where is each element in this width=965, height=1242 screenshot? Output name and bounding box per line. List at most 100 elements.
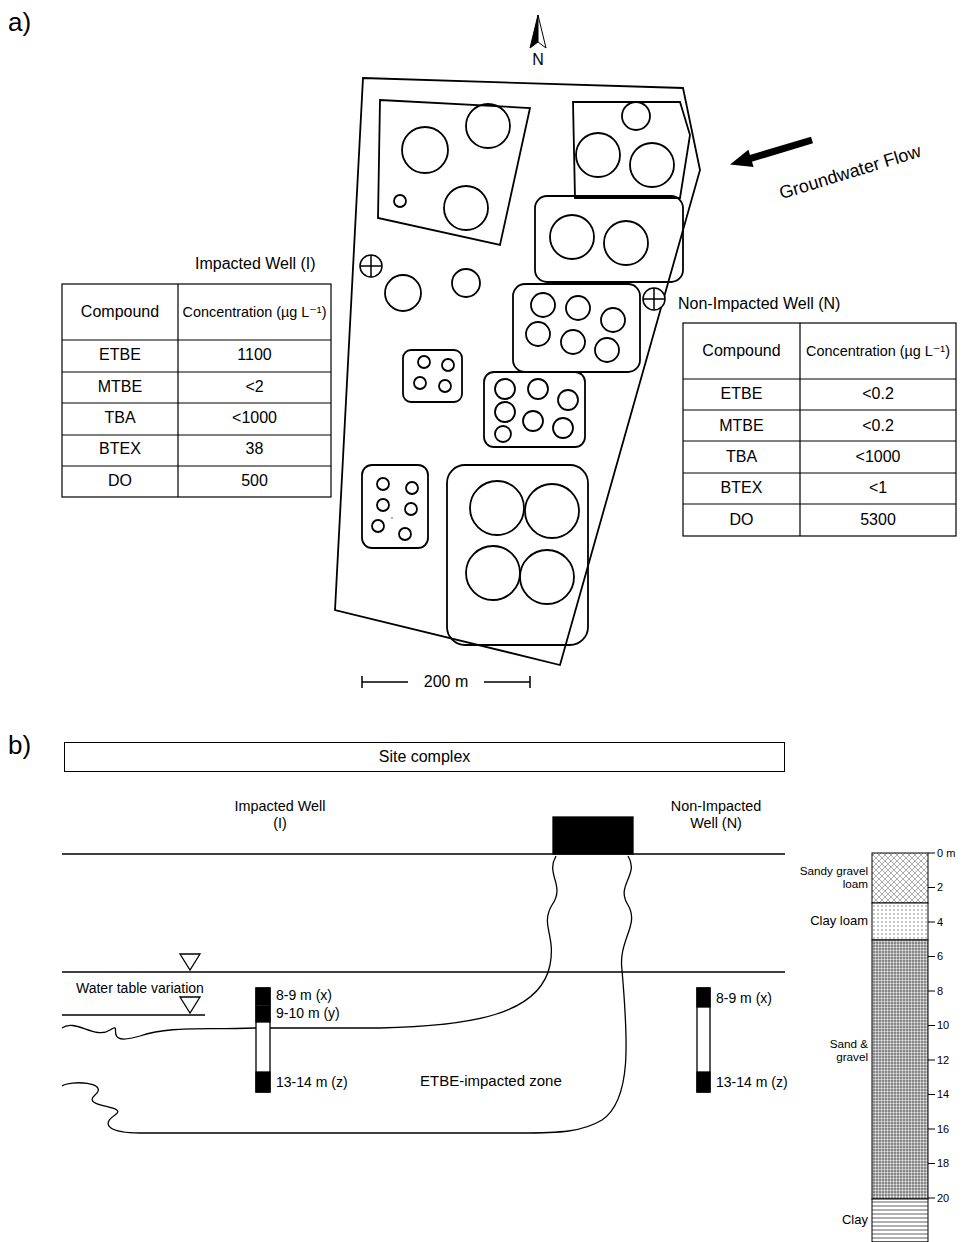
label-text: ETBE-impacted zone — [420, 1072, 562, 1089]
well-casing — [697, 988, 710, 1092]
label-text: Non-Impacted Well (N) — [678, 295, 840, 313]
label-text: 8 — [937, 985, 943, 998]
label-box: 13-14 m (z) — [276, 1072, 386, 1092]
tank — [442, 359, 454, 371]
label-text: <0.2 — [862, 385, 894, 403]
label-text: 13-14 m (z) — [276, 1074, 348, 1090]
label-box: BTEX — [62, 434, 178, 465]
label-text: 10 — [937, 1019, 949, 1032]
tank — [402, 127, 448, 173]
label-box: 0 m — [937, 845, 964, 861]
well-screen — [256, 1006, 270, 1022]
label-text: 500 — [241, 472, 268, 490]
well-screen — [256, 1072, 270, 1092]
label-text: <2 — [245, 378, 263, 396]
label-box: 18 — [937, 1156, 964, 1172]
label-text: Non-Impacted Well (N) — [655, 798, 777, 831]
well-screen — [697, 988, 710, 1007]
tank — [372, 520, 384, 532]
tank — [414, 377, 426, 389]
tank — [604, 221, 648, 265]
label-box: Impacted Well (I) — [230, 793, 330, 837]
plume-boundary — [62, 856, 632, 1133]
label-box: Clay — [814, 1210, 868, 1230]
label-text: 9-10 m (y) — [276, 1005, 340, 1021]
label-text: 4 — [937, 916, 943, 929]
stratum-layer — [872, 1199, 928, 1242]
site-boundary — [335, 78, 700, 665]
label-text: <0.2 — [862, 417, 894, 435]
tank — [523, 411, 543, 431]
label-box: MTBE — [62, 371, 178, 402]
flow-arrow — [750, 140, 812, 159]
tank — [418, 356, 430, 368]
ground-surface — [62, 853, 785, 854]
tank — [525, 484, 579, 538]
label-text: Concentration (µg L⁻¹) — [183, 304, 327, 321]
label-text: ETBE — [99, 346, 141, 364]
label-box: Compound — [62, 284, 178, 340]
table-grid — [683, 323, 956, 536]
label-box: Sand & gravel — [796, 1030, 868, 1070]
label-box: DO — [62, 466, 178, 497]
label-text: Sand & gravel — [796, 1037, 868, 1064]
label-text: 16 — [937, 1123, 949, 1136]
site-plan — [335, 78, 700, 665]
tank — [452, 269, 480, 297]
table-grid — [62, 284, 331, 497]
tank — [558, 390, 578, 410]
tank — [601, 308, 625, 332]
label-box: Non-Impacted Well (N) — [655, 793, 777, 837]
label-text: BTEX — [721, 479, 763, 497]
label-box: 10 — [937, 1018, 964, 1034]
tank — [394, 195, 406, 207]
label-text: 200 m — [424, 673, 468, 691]
depth-tick — [928, 1060, 935, 1061]
label-box: TBA — [62, 403, 178, 434]
flow-arrow — [730, 150, 754, 167]
tank — [385, 275, 421, 311]
water-table-symbol — [180, 954, 200, 970]
label-box: BTEX — [683, 473, 800, 504]
stratum-layer — [872, 940, 928, 1199]
source-building — [553, 817, 633, 854]
label-box: <2 — [178, 371, 331, 402]
label-box: ETBE-impacted zone — [420, 1070, 600, 1092]
table-frame — [683, 323, 956, 536]
label-box: <0.2 — [800, 410, 956, 441]
label-text: 18 — [937, 1157, 949, 1170]
label-box: 5300 — [800, 505, 956, 536]
water-table-symbol — [180, 997, 200, 1013]
label-text: Impacted Well (I) — [195, 255, 316, 273]
strata-column — [872, 853, 935, 1242]
depth-tick — [928, 887, 935, 888]
plot-outline — [484, 372, 585, 447]
label-text: MTBE — [98, 378, 142, 396]
label-box: 16 — [937, 1121, 964, 1137]
depth-ticks — [928, 853, 935, 1198]
depth-tick — [928, 991, 935, 992]
label-box: 38 — [178, 434, 331, 465]
label-text: 2 — [937, 881, 943, 894]
label-box: 9-10 m (y) — [276, 1004, 376, 1022]
label-text: Clay — [842, 1213, 868, 1228]
label-box: b) — [8, 728, 48, 763]
label-box: 6 — [937, 949, 964, 965]
label-box: Concentration (µg L⁻¹) — [800, 323, 956, 379]
tank — [377, 478, 389, 490]
north-arrow — [530, 15, 538, 48]
plot-outline — [535, 196, 683, 282]
depth-tick — [928, 956, 935, 957]
tank — [550, 215, 594, 259]
tank — [377, 499, 389, 511]
label-box: 13-14 m (z) — [716, 1072, 826, 1092]
label-text: 12 — [937, 1054, 949, 1067]
water-table — [62, 971, 785, 972]
data-table — [62, 284, 956, 536]
label-box: 14 — [937, 1087, 964, 1103]
label-text: 6 — [937, 950, 943, 963]
label-box: <1000 — [178, 403, 331, 434]
label-text: BTEX — [99, 440, 141, 458]
tank — [405, 503, 417, 515]
